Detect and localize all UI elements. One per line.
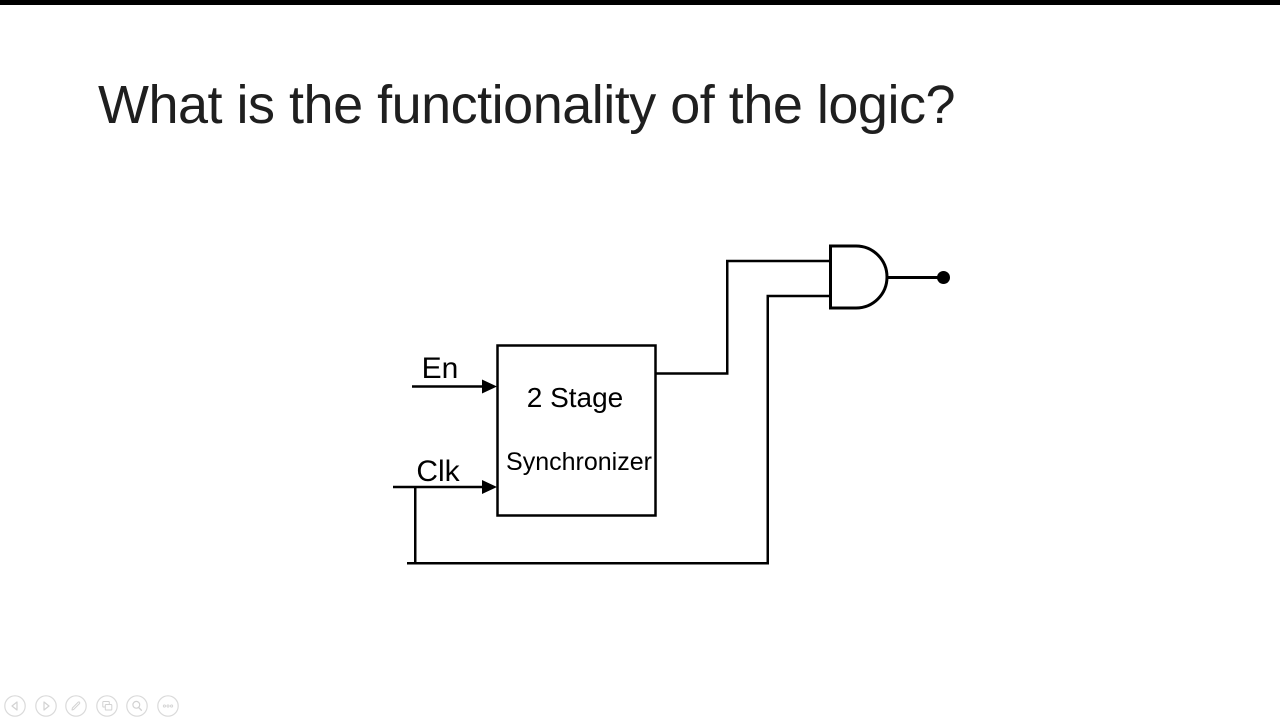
previous-slide-button[interactable] [4, 695, 26, 717]
and-gate-icon [829, 244, 889, 310]
slide-title: What is the functionality of the logic? [98, 75, 955, 135]
see-all-slides-button[interactable] [95, 695, 118, 717]
sync-output-wire [656, 259, 830, 375]
en-arrowhead-icon [482, 379, 497, 394]
see-all-slides-icon [95, 695, 118, 717]
box-label-line1: 2 Stage [527, 382, 624, 413]
box-label-line2: Synchronizer [506, 448, 652, 476]
next-slide-icon [34, 695, 57, 717]
clk-feedback-wire [407, 294, 830, 565]
zoom-slide-icon [126, 695, 148, 717]
output-dot-icon [937, 271, 950, 284]
clk-label: Clk [416, 455, 460, 488]
presenter-controls [4, 695, 179, 717]
en-label: En [422, 352, 459, 385]
top-bar [0, 0, 1280, 5]
previous-slide-icon [4, 695, 26, 717]
synchronizer-box [496, 344, 657, 517]
zoom-slide-button[interactable] [126, 695, 148, 717]
clk-arrowhead-icon [482, 480, 497, 494]
more-options-button[interactable] [156, 695, 179, 717]
pen-tools-button[interactable] [65, 695, 87, 717]
pen-tools-icon [65, 695, 87, 717]
next-slide-button[interactable] [34, 695, 57, 717]
more-options-icon [156, 695, 179, 717]
